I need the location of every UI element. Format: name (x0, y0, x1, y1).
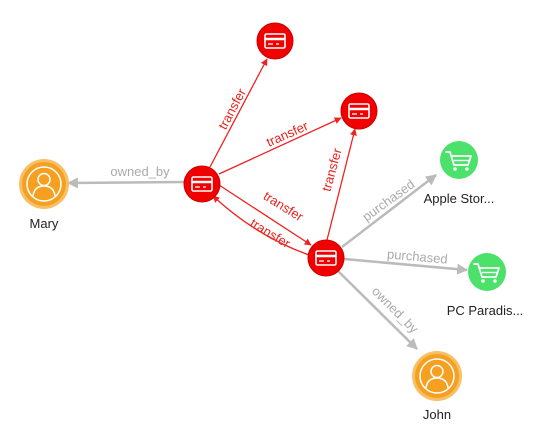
edge-label-purchased-apple: purchased (359, 176, 417, 224)
edge-transfer-bottom-to-main[interactable] (212, 195, 310, 256)
node-john[interactable] (412, 351, 462, 401)
node-apple-store[interactable] (440, 141, 478, 179)
node-card-right[interactable] (340, 92, 378, 130)
edge-owned-by-mary[interactable] (66, 177, 185, 189)
node-label-pc-paradise: PC Paradis... (447, 303, 524, 318)
edge-transfer-to-top[interactable] (209, 58, 268, 168)
node-label-apple-store: Apple Stor... (424, 191, 495, 206)
node-pc-paradise[interactable] (468, 253, 506, 291)
edge-label-purchased-pc: purchased (386, 246, 448, 266)
edge-label-transfer-to-right: transfer (264, 118, 311, 150)
node-card-main[interactable] (183, 165, 221, 203)
edges-layer: owned_by transfer transfer transfer tran… (66, 58, 469, 350)
node-card-top[interactable] (256, 22, 294, 60)
edge-owned-by-john[interactable] (337, 270, 418, 350)
edge-label-transfer-to-bottom: transfer (261, 188, 307, 224)
edge-transfer-bottom-to-right[interactable] (326, 128, 357, 241)
edge-purchased-apple[interactable] (341, 174, 437, 248)
node-label-john: John (423, 407, 451, 422)
nodes-layer: Mary John Apple Stor... (19, 22, 524, 422)
edge-transfer-to-right[interactable] (218, 117, 342, 175)
node-card-bottom[interactable] (307, 239, 345, 277)
edge-label-transfer-bottom-to-main: transfer (248, 215, 294, 251)
edge-transfer-to-bottom[interactable] (218, 184, 312, 246)
node-label-mary: Mary (30, 216, 59, 231)
edge-label-owned-by-mary: owned_by (110, 164, 170, 179)
edge-purchased-pc[interactable] (343, 257, 469, 275)
node-mary[interactable] (19, 159, 69, 209)
